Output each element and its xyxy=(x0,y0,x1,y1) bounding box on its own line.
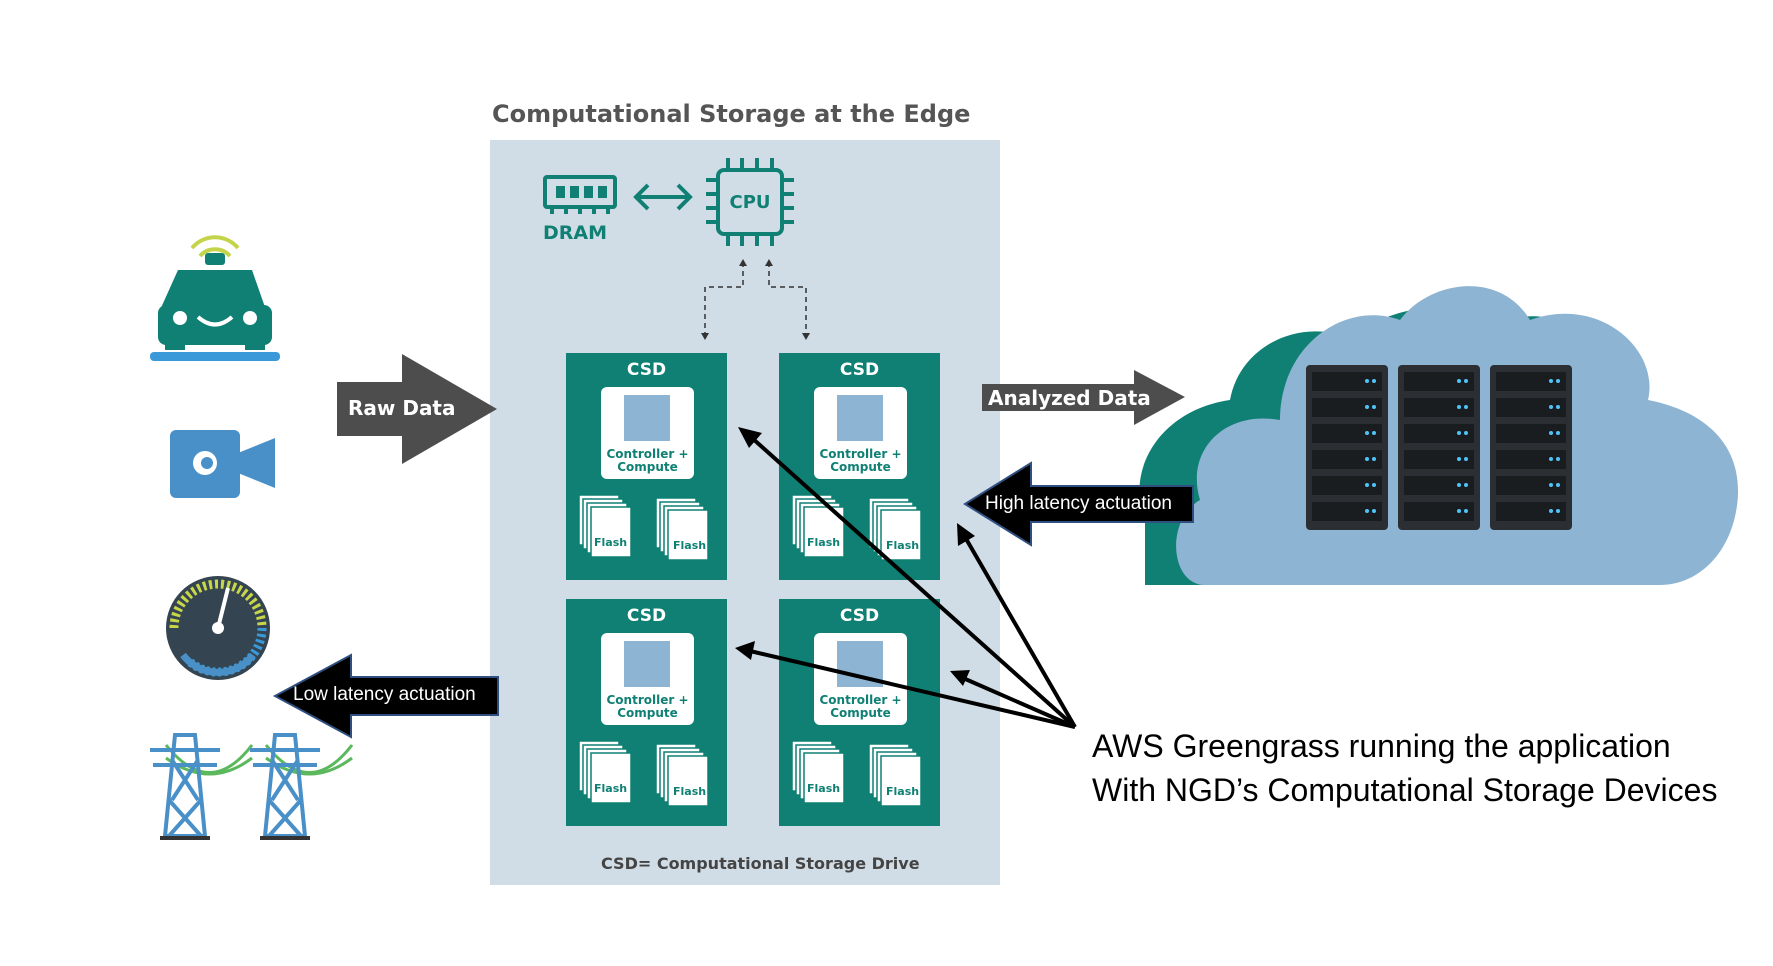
low-latency-arrow xyxy=(272,653,499,739)
flash-card xyxy=(590,506,632,558)
csd-unit xyxy=(566,353,727,580)
raw-data-label: Raw Data xyxy=(348,396,456,420)
flash-card xyxy=(880,509,922,561)
csd-unit xyxy=(566,599,727,826)
cpu-label: CPU xyxy=(729,192,771,213)
low-latency-label: Low latency actuation xyxy=(293,684,476,705)
controller-compute-label: Controller +Compute xyxy=(819,693,902,720)
note-line-2: With NGD’s Computational Storage Devices xyxy=(1092,772,1718,808)
controller-compute-label: Controller +Compute xyxy=(606,447,689,474)
csd-title: CSD xyxy=(626,360,667,380)
flash-label: Flash xyxy=(673,785,707,798)
flash-card xyxy=(667,509,709,561)
csd-title: CSD xyxy=(626,606,667,626)
server-rack-icon xyxy=(1306,365,1388,530)
flash-label: Flash xyxy=(673,539,707,552)
analyzed-data-label: Analyzed Data xyxy=(988,386,1151,410)
cloud-servers-icon xyxy=(1139,286,1739,585)
flash-card xyxy=(667,755,709,807)
csd-title: CSD xyxy=(839,360,880,380)
power-tower-icon xyxy=(150,733,354,840)
cpu-chip-icon xyxy=(706,158,794,246)
flash-card xyxy=(590,752,632,804)
gauge-icon xyxy=(166,576,270,680)
controller-compute-label: Controller +Compute xyxy=(606,693,689,720)
note-line-1: AWS Greengrass running the application xyxy=(1092,728,1671,764)
analyzed-data-arrow xyxy=(982,370,1185,425)
connected-car-icon xyxy=(150,235,280,361)
csd-caption: CSD= Computational Storage Drive xyxy=(601,854,920,873)
flash-card xyxy=(880,755,922,807)
dram-icon xyxy=(543,175,617,214)
flash-label: Flash xyxy=(594,536,628,549)
connector-arrowheads xyxy=(701,259,810,340)
diagram-title: Computational Storage at the Edge xyxy=(492,100,971,128)
flash-label: Flash xyxy=(886,539,920,552)
dram-cpu-arrow-icon xyxy=(633,183,693,211)
cpu-csd-connectors xyxy=(704,262,807,335)
flash-label: Flash xyxy=(886,785,920,798)
controller-compute-label: Controller +Compute xyxy=(819,447,902,474)
server-rack-icon xyxy=(1490,365,1572,530)
server-rack-icon xyxy=(1398,365,1480,530)
flash-label: Flash xyxy=(594,782,628,795)
csd-title: CSD xyxy=(839,606,880,626)
csd-unit xyxy=(779,599,940,826)
camera-icon xyxy=(170,430,275,498)
flash-label: Flash xyxy=(807,536,841,549)
flash-card xyxy=(803,752,845,804)
high-latency-label: High latency actuation xyxy=(985,493,1172,514)
flash-label: Flash xyxy=(807,782,841,795)
csd-unit xyxy=(779,353,940,580)
raw-data-arrow xyxy=(337,354,497,464)
pointer-arrows xyxy=(735,427,1077,729)
dram-label: DRAM xyxy=(543,222,608,244)
high-latency-arrow xyxy=(963,461,1194,547)
